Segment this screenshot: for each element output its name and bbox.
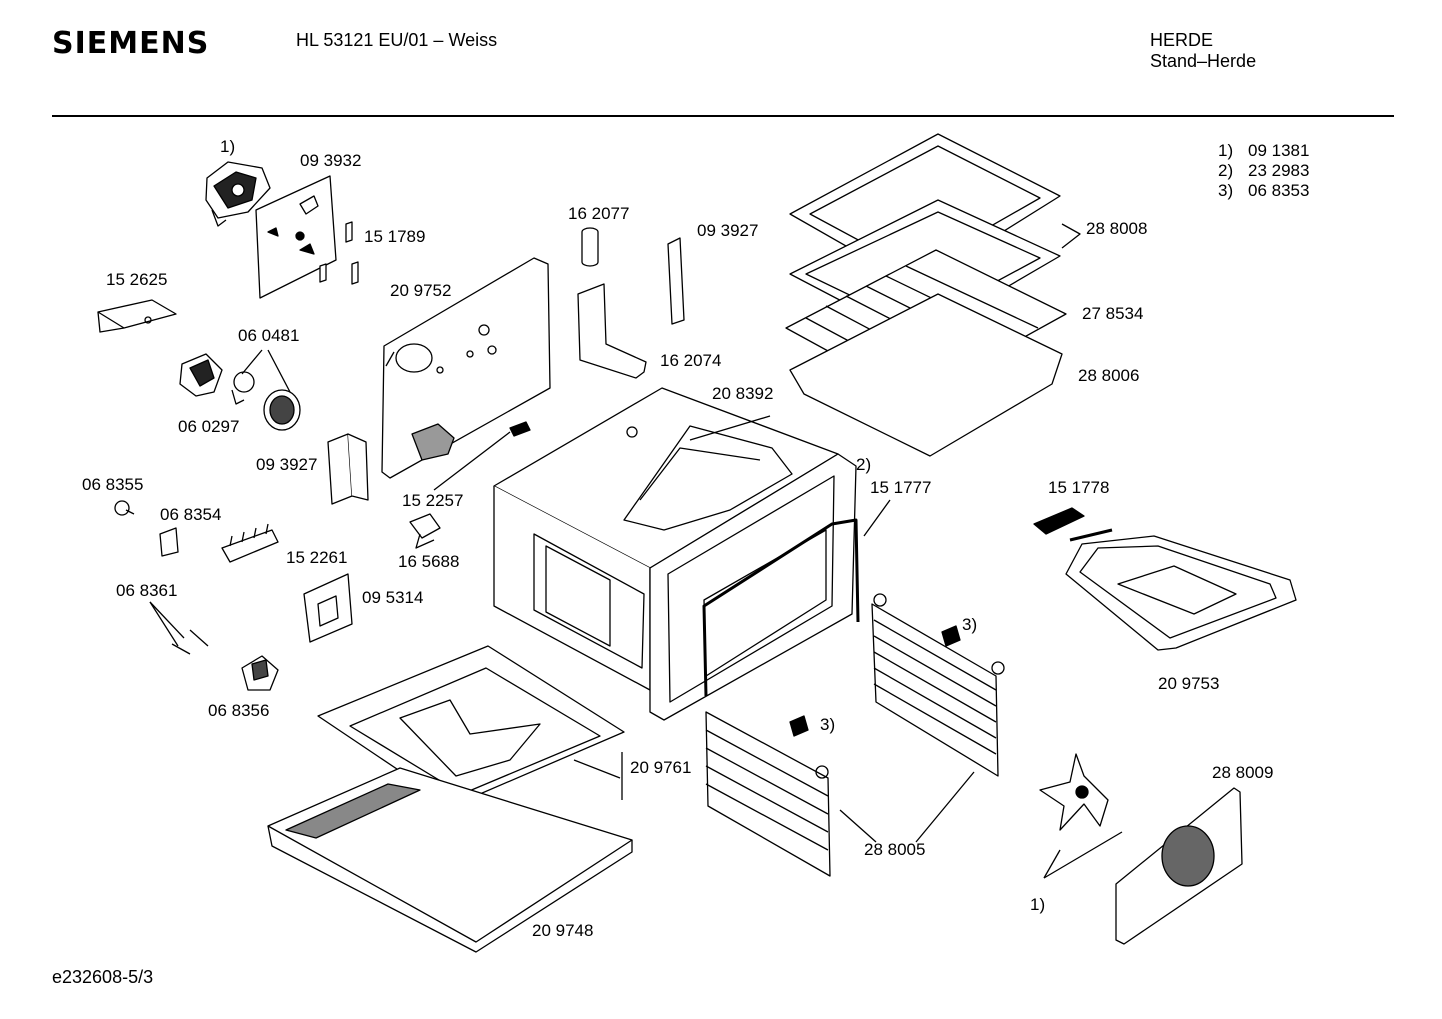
- label-068361: 06 8361: [116, 581, 178, 600]
- label-209753: 20 9753: [1158, 674, 1220, 693]
- label-151777: 15 1777: [870, 478, 932, 497]
- label-ref-3-lower: 3): [820, 715, 836, 734]
- label-152257: 15 2257: [402, 491, 464, 510]
- subcategory-label: Stand–Herde: [1150, 51, 1257, 71]
- label-ref-1-bottom: 1): [1030, 895, 1046, 914]
- bottom-plate-part: [268, 768, 632, 952]
- label-152625: 15 2625: [106, 270, 168, 289]
- screw-part: [115, 501, 134, 515]
- label-093932: 09 3932: [300, 151, 362, 170]
- rear-wall-panel-part: [382, 258, 550, 478]
- side-rack-left-part: [706, 712, 830, 876]
- label-093927-left: 09 3927: [256, 455, 318, 474]
- roasting-pan-part: [790, 294, 1062, 456]
- note-3: 3)06 8353: [1218, 181, 1310, 200]
- oven-muffle-part: [494, 388, 856, 720]
- label-ref-3-upper: 3): [962, 615, 978, 634]
- label-278534: 27 8534: [1082, 304, 1144, 323]
- label-068355: 06 8355: [82, 475, 144, 494]
- label-208392: 20 8392: [712, 384, 774, 403]
- control-panel-part: [256, 176, 336, 298]
- label-209752: 20 9752: [390, 281, 452, 300]
- label-288008: 28 8008: [1086, 219, 1148, 238]
- bottom-heating-element-part: [318, 646, 624, 806]
- label-288005: 28 8005: [864, 840, 926, 859]
- label-060481: 06 0481: [238, 326, 300, 345]
- label-162077: 16 2077: [568, 204, 630, 223]
- left-hinge-bracket-part: [328, 434, 368, 504]
- category-label: HERDE: [1150, 30, 1214, 50]
- convection-fan-part: [1040, 754, 1108, 830]
- thermostat-part: [304, 574, 352, 642]
- terminal-block-part: [222, 524, 278, 562]
- label-288009: 28 8009: [1212, 763, 1274, 782]
- note-1: 1)09 1381: [1218, 141, 1310, 160]
- label-152261: 15 2261: [286, 548, 348, 567]
- label-165688: 16 5688: [398, 552, 460, 571]
- model-title: HL 53121 EU/01 – Weiss: [296, 30, 498, 50]
- label-209748: 20 9748: [532, 921, 594, 940]
- document-id: e232608-5/3: [52, 967, 154, 987]
- oven-lamp-part: [180, 354, 300, 430]
- fan-cover-part: [1116, 788, 1242, 944]
- label-ref-2: 2): [856, 455, 872, 474]
- label-095314: 09 5314: [362, 588, 424, 607]
- label-068356: 06 8356: [208, 701, 270, 720]
- label-060297: 06 0297: [178, 417, 240, 436]
- label-151778: 15 1778: [1048, 478, 1110, 497]
- label-162074: 16 2074: [660, 351, 722, 370]
- grill-heating-element-part: [1034, 508, 1296, 650]
- side-rack-right-part: [872, 594, 1004, 776]
- label-ref-1-top: 1): [220, 137, 236, 156]
- note-2: 2)23 2983: [1218, 161, 1310, 180]
- brand-logo: SIEMENS: [52, 26, 210, 61]
- bracket-part: [98, 300, 176, 332]
- label-068354: 06 8354: [160, 505, 222, 524]
- label-151789: 15 1789: [364, 227, 426, 246]
- label-093927-right: 09 3927: [697, 221, 759, 240]
- selector-switch-part: [206, 162, 270, 226]
- header-rule: [52, 115, 1394, 117]
- label-288006: 28 8006: [1078, 366, 1140, 385]
- label-209761: 20 9761: [630, 758, 692, 777]
- switch-part: [410, 514, 440, 548]
- hinge-part: [242, 656, 278, 690]
- clip-part: [160, 528, 178, 556]
- long-screw-part: [172, 630, 208, 654]
